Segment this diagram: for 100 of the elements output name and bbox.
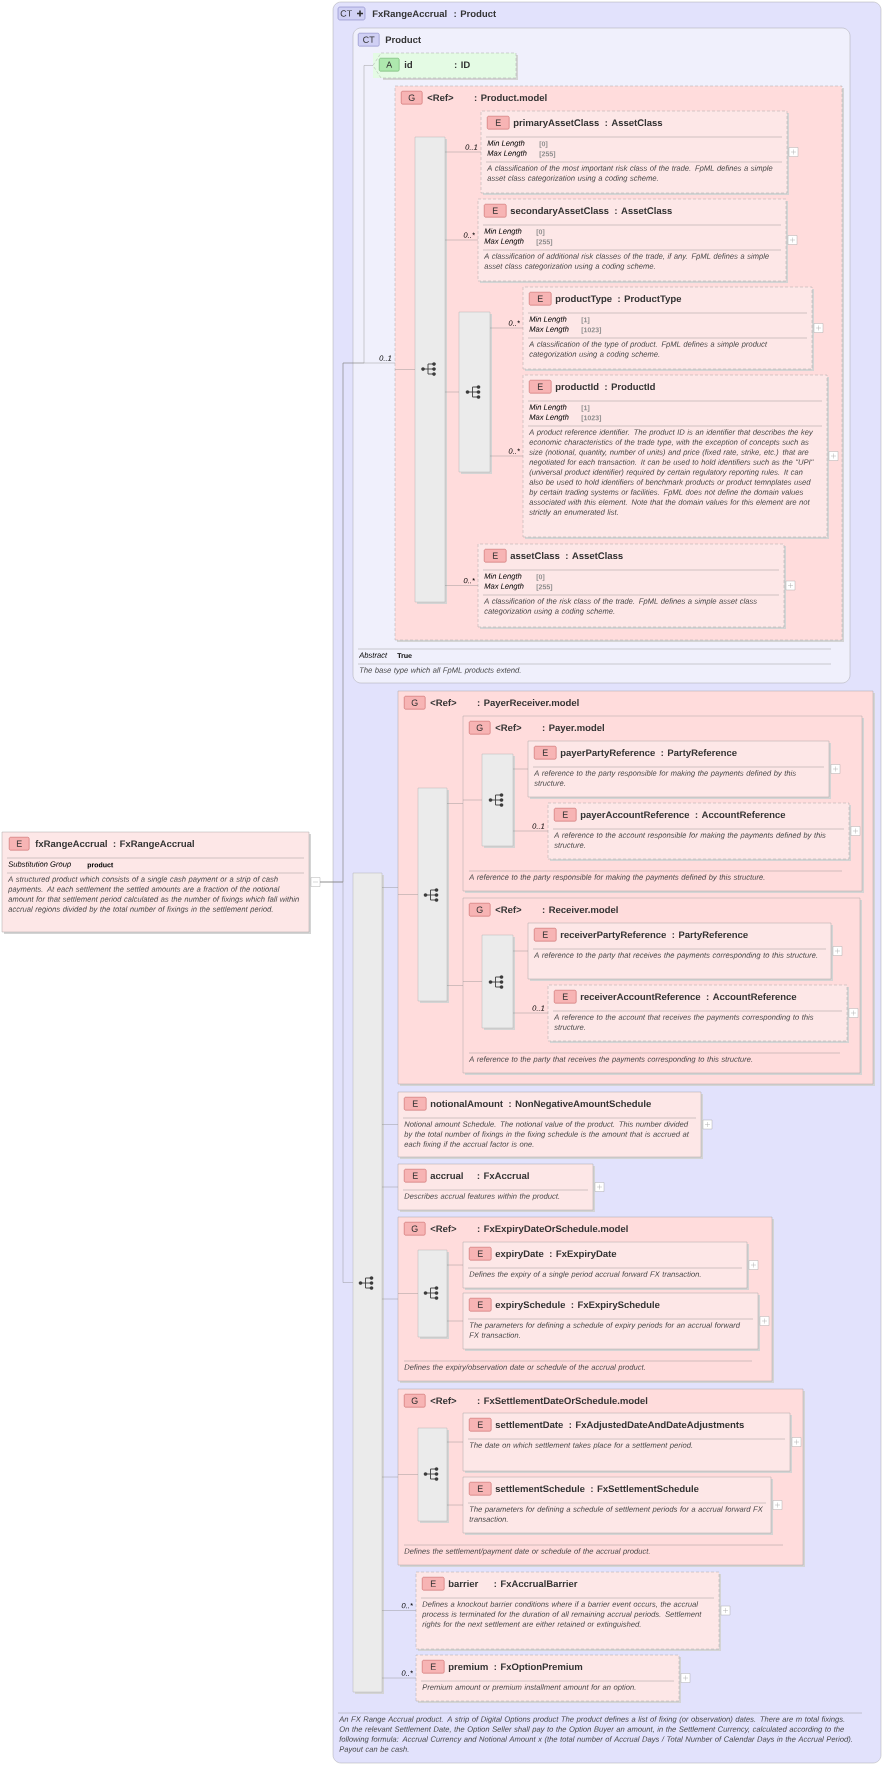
connector-line — [397, 1293, 419, 1294]
connector-line — [381, 1124, 399, 1125]
connector-line — [394, 369, 416, 370]
type-name: : Payer.model — [542, 724, 604, 733]
type-badge: E — [529, 380, 552, 394]
connector-line — [446, 803, 464, 804]
type-badge: E — [469, 1482, 492, 1496]
type-badge: CT — [358, 33, 380, 47]
element-name: assetClass — [510, 552, 560, 560]
type-name: : ID — [454, 61, 470, 68]
type-name: : FxAccrual — [477, 1172, 529, 1180]
type-badge: E — [404, 1097, 427, 1111]
type-name: : Product — [454, 10, 496, 18]
type-name: : ProductType — [618, 295, 682, 304]
element-name: primaryAssetClass — [513, 119, 599, 128]
type-badge: E — [554, 808, 577, 822]
type-badge: E — [469, 1247, 492, 1261]
connector-line — [397, 1474, 419, 1475]
type-badge: E — [404, 1169, 427, 1183]
complex-type-name: FxRangeAccrual — [372, 10, 447, 19]
type-name: : AssetClass — [605, 119, 663, 127]
connector-line — [444, 585, 479, 586]
type-name: : Receiver.model — [542, 906, 618, 914]
element-name: receiverPartyReference — [560, 931, 666, 940]
type-name: : AccountReference — [706, 993, 797, 1001]
element-name: expiryDate — [495, 1250, 544, 1259]
type-name: : PartyReference — [661, 749, 737, 758]
compositor-bar — [414, 136, 447, 604]
type-name: : FxExpiryDateOrSchedule.model — [477, 1225, 628, 1234]
element-name: premium — [448, 1663, 488, 1672]
group-reference: <Ref> — [427, 94, 454, 102]
connector-line — [446, 985, 464, 986]
type-name: : FxSettlementDateOrSchedule.model — [477, 1397, 648, 1405]
compositor-bar — [481, 934, 515, 1030]
compositor-bar — [481, 753, 515, 848]
element-name: barrier — [448, 1580, 479, 1588]
connector-line — [462, 981, 483, 982]
group-reference: <Ref> — [495, 724, 522, 732]
type-badge: E — [469, 1298, 492, 1312]
connector-line — [381, 887, 399, 888]
type-name: : Product.model — [474, 94, 547, 102]
type-badge: E — [534, 928, 557, 942]
compositor-bar — [417, 787, 449, 1003]
element-name: expirySchedule — [495, 1301, 566, 1310]
type-badge: E — [534, 746, 557, 760]
type-name: : FxAccrualBarrier — [494, 1580, 578, 1588]
type-name: : FxSettlementSchedule — [591, 1485, 699, 1493]
group-reference: <Ref> — [495, 906, 522, 914]
type-badge: E — [529, 292, 552, 306]
type-badge: G — [469, 721, 491, 735]
element-name: settlementDate — [495, 1421, 563, 1429]
complex-type-name: Product — [385, 36, 421, 44]
type-name: : FxRangeAccrual — [113, 840, 194, 849]
type-name: : NonNegativeAmountSchedule — [509, 1100, 651, 1109]
type-name: : FxExpiryDate — [550, 1250, 617, 1259]
element-name: productType — [555, 295, 612, 304]
type-name: : AssetClass — [566, 552, 623, 560]
type-badge: G — [404, 1394, 426, 1408]
element-name: accrual — [430, 1172, 463, 1180]
type-badge: G — [404, 1222, 426, 1236]
element-name: notionalAmount — [430, 1100, 503, 1108]
type-name: : FxExpirySchedule — [571, 1301, 660, 1310]
type-name: : PartyReference — [672, 931, 748, 940]
compositor-bar — [417, 1427, 449, 1523]
type-name: : FxOptionPremium — [494, 1663, 583, 1672]
compositor-bar — [458, 311, 492, 474]
type-name: : ProductId — [605, 383, 655, 391]
type-name: : FxAdjustedDateAndDateAdjustments — [569, 1421, 744, 1430]
element-name: settlementSchedule — [495, 1485, 585, 1493]
group-reference: <Ref> — [430, 1225, 457, 1233]
element-name: fxRangeAccrual — [35, 840, 107, 849]
type-badge: G — [469, 903, 491, 917]
type-badge: E — [554, 990, 577, 1004]
type-badge: A — [379, 58, 400, 72]
type-name: : PayerReceiver.model — [477, 699, 579, 708]
type-badge: E — [484, 204, 507, 218]
compositor-bar — [352, 872, 384, 1694]
type-badge: E — [469, 1418, 492, 1432]
type-badge: G — [401, 91, 423, 105]
connector-line — [397, 894, 419, 895]
type-badge: G — [404, 696, 426, 710]
type-badge: E — [487, 116, 510, 130]
type-badge: E — [422, 1660, 445, 1674]
connector-line — [319, 881, 354, 1283]
type-badge: CT — [337, 6, 366, 21]
element-name: secondaryAssetClass — [510, 207, 609, 216]
element-name: payerAccountReference — [580, 811, 690, 820]
type-name: : AccountReference — [695, 811, 786, 819]
element-name: payerPartyReference — [560, 749, 655, 758]
attribute-name: id — [404, 61, 412, 69]
group-reference: <Ref> — [430, 1397, 457, 1405]
type-badge: E — [9, 837, 30, 851]
type-badge: E — [422, 1577, 445, 1591]
type-name: : AssetClass — [615, 207, 672, 215]
element-name: receiverAccountReference — [580, 993, 701, 1001]
type-badge: E — [484, 549, 507, 563]
element-name: productId — [555, 383, 599, 392]
connector-line — [381, 1610, 417, 1611]
group-reference: <Ref> — [430, 699, 457, 707]
compositor-bar — [417, 1249, 449, 1339]
